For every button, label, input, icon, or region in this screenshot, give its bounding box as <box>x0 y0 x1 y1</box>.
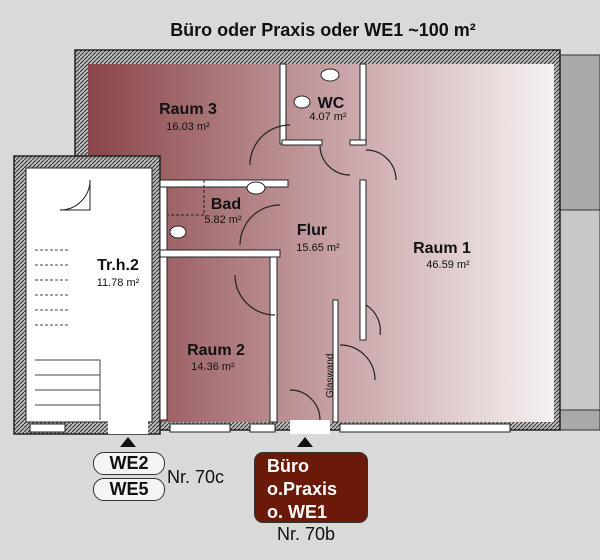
unit-badge-we5: WE5 <box>93 478 165 501</box>
unit-label-line: o.Praxis <box>267 479 338 499</box>
room-name-flur: Flur <box>297 222 327 239</box>
room-name-bad: Bad <box>211 196 241 213</box>
room-area-flur: 15.65 m² <box>296 242 340 254</box>
plan-title: Büro oder Praxis oder WE1 ~100 m² <box>170 20 476 40</box>
room-area-bad: 5.82 m² <box>204 214 242 226</box>
room-name-wc: WC <box>318 95 345 112</box>
room-area-trh2: 11.78 m² <box>97 277 140 289</box>
room-name-raum1: Raum 1 <box>413 240 471 257</box>
unit-label-line: Büro <box>267 456 309 476</box>
house-number-70c: Nr. 70c <box>167 467 225 487</box>
room-area-raum2: 14.36 m² <box>191 361 235 373</box>
glaswand-label: Glaswand <box>325 354 336 398</box>
entrance-arrow-right <box>297 437 313 447</box>
entrance-arrow-left <box>120 437 136 447</box>
unit-label-line: o. WE1 <box>267 502 328 522</box>
room-area-raum1: 46.59 m² <box>426 259 470 271</box>
unit-badge-we2: WE2 <box>93 452 165 475</box>
room-area-raum3: 16.03 m² <box>166 121 210 133</box>
room-name-trh2: Tr.h.2 <box>97 257 139 274</box>
stairwell-floor <box>25 167 153 423</box>
room-area-wc: 4.07 m² <box>309 111 347 123</box>
room-name-raum3: Raum 3 <box>159 101 217 118</box>
house-number-70b: Nr. 70b <box>277 524 336 544</box>
room-name-raum2: Raum 2 <box>187 342 245 359</box>
unit-label-box: Büro o.Praxis o. WE1 <box>254 452 368 523</box>
